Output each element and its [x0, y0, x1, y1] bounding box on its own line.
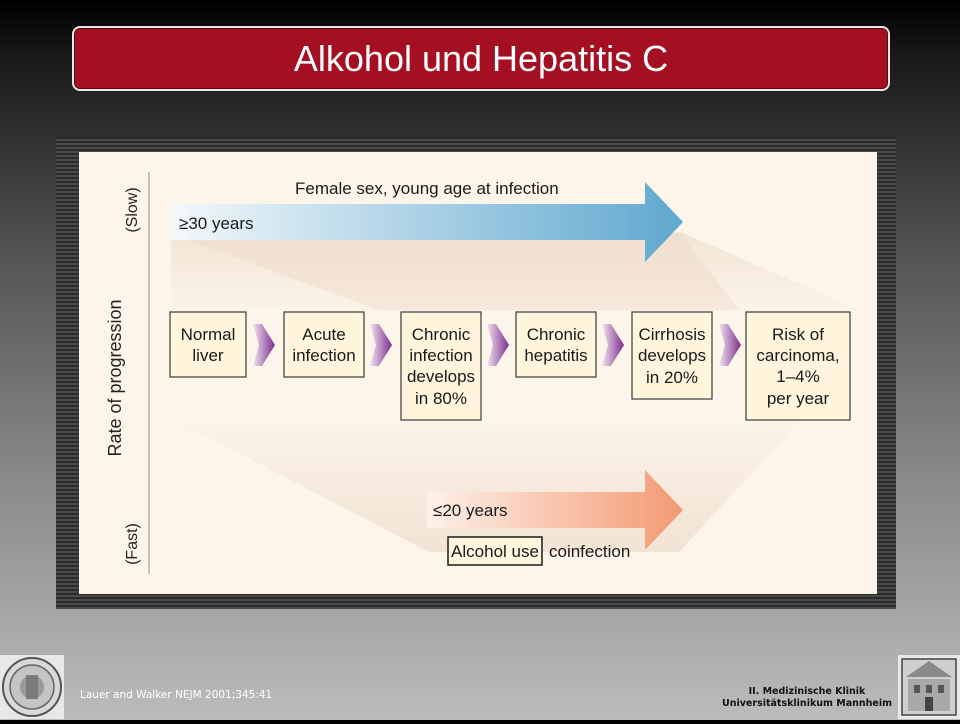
coinfection-label: coinfection — [549, 542, 630, 561]
stage-text-carcinoma: Risk of carcinoma, 1–4% per year — [756, 325, 839, 408]
stage-box-acute-infection — [283, 311, 365, 378]
funnel-top-wedge — [171, 234, 739, 310]
slow-label: (Slow) — [124, 187, 141, 232]
stage-line: develops — [407, 367, 475, 386]
stage-text-chronic-infection: Chronic infection develops in 80% — [407, 325, 475, 408]
stage-line: Chronic — [527, 325, 586, 344]
stage-line: liver — [192, 346, 224, 365]
stage-box-chronic-hepatitis — [515, 311, 597, 378]
chevron-arrow-1 — [253, 324, 275, 366]
slide-title: Alkohol und Hepatitis C — [293, 37, 669, 79]
fast-arrow — [427, 470, 683, 550]
stage-line: in 20% — [646, 368, 698, 387]
institution-label: II. Medizinische Klinik Universitätsklin… — [722, 686, 892, 710]
y-axis-label: Rate of progression — [105, 299, 125, 456]
fast-label: (Fast) — [124, 523, 141, 565]
stage-box-chronic-infection — [400, 311, 482, 421]
institution-line-1: II. Medizinische Klinik — [748, 686, 866, 697]
progression-diagram: Rate of progression (Slow) (Fast) Female… — [79, 152, 877, 594]
stage-text-normal-liver: Normal liver — [181, 325, 236, 365]
stage-line: Risk of — [772, 325, 824, 344]
stage-box-normal-liver — [169, 311, 247, 378]
diagram-canvas: Rate of progression (Slow) (Fast) Female… — [105, 172, 859, 574]
clinic-building-logo — [898, 655, 960, 719]
stage-line: in 80% — [415, 389, 467, 408]
stage-line: carcinoma, — [756, 346, 839, 365]
chevron-arrow-2 — [370, 324, 392, 366]
stage-line: hepatitis — [524, 346, 587, 365]
slow-arrow — [171, 182, 683, 262]
slow-arrow-label: ≥30 years — [179, 214, 254, 233]
citation-text: Lauer and Walker NEJM 2001;345:41 — [80, 689, 273, 701]
stage-text-chronic-hepatitis: Chronic hepatitis — [524, 325, 587, 365]
chevron-arrow-4 — [602, 324, 624, 366]
university-seal-logo — [0, 655, 64, 719]
top-arrow-header: Female sex, young age at infection — [295, 179, 559, 198]
stage-line: Chronic — [412, 325, 471, 344]
alcohol-use-box — [447, 536, 543, 566]
stage-text-cirrhosis: Cirrhosis develops in 20% — [638, 325, 706, 387]
stage-line: Cirrhosis — [638, 325, 705, 344]
stage-line: Normal — [181, 325, 236, 344]
institution-line-2: Universitätsklinikum Mannheim — [721, 698, 892, 709]
chevron-arrow-5 — [719, 324, 741, 366]
chevron-arrow-3 — [487, 324, 509, 366]
stage-text-acute-infection: Acute infection — [292, 325, 355, 365]
stage-line: per year — [767, 389, 830, 408]
funnel-bottom — [179, 422, 799, 552]
funnel-top — [171, 232, 859, 310]
stage-line: Acute — [302, 325, 345, 344]
slide-title-bar: Alkohol und Hepatitis C — [72, 26, 890, 91]
stage-line: infection — [292, 346, 355, 365]
stage-line: develops — [638, 346, 706, 365]
stage-box-cirrhosis — [631, 311, 713, 400]
stage-box-carcinoma — [745, 311, 851, 421]
fast-arrow-label: ≤20 years — [433, 501, 508, 520]
alcohol-use-label: Alcohol use — [451, 542, 539, 561]
stage-line: infection — [409, 346, 472, 365]
stage-line: 1–4% — [776, 367, 819, 386]
